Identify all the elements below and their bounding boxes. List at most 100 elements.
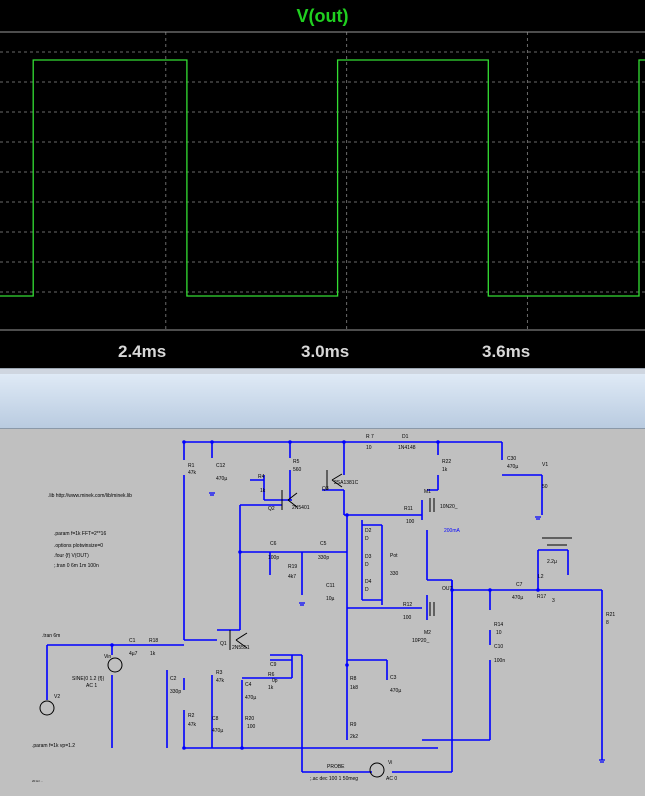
schem-label: 50: [542, 484, 548, 490]
schem-label: 10: [496, 630, 502, 636]
schem-label: 3: [552, 598, 555, 604]
schem-label: Vin: [104, 654, 111, 660]
spice-directive[interactable]: ;.tran 0 6m 1m 100n: [54, 563, 99, 569]
schem-label: M2: [424, 630, 431, 636]
spice-directive[interactable]: .param f=1k FFT=2**16: [54, 531, 106, 537]
schem-label: C3: [390, 675, 397, 681]
schem-label: M1: [424, 489, 431, 495]
schem-label: 2.2µ: [547, 559, 557, 565]
schem-label: 100p: [268, 555, 279, 561]
component-symbols: [39, 470, 572, 778]
schem-label: 1k: [150, 651, 156, 657]
waveform-chart: [0, 31, 645, 331]
schem-label: R1: [188, 463, 195, 469]
schem-label: 0p: [272, 678, 278, 684]
spice-directive[interactable]: ;.ac dec 100 1 50meg: [310, 776, 358, 782]
schem-label: 1N4148: [398, 445, 416, 451]
schem-label: 560: [293, 467, 302, 473]
waveform-plot[interactable]: V(out) 2.4ms 3.0ms 3.6ms: [0, 0, 645, 368]
schem-label: C10: [494, 644, 503, 650]
window-title-bar[interactable]: [0, 374, 645, 429]
schem-label: 330: [390, 571, 399, 577]
schem-label: R 7: [366, 434, 374, 440]
schem-label: Q3: [322, 486, 329, 492]
schem-label: L2: [538, 574, 544, 580]
schem-label: 470µ: [512, 595, 523, 601]
schem-label: 2SA1381C: [334, 480, 359, 486]
schem-label: 330p: [318, 555, 329, 561]
schem-label: D: [365, 562, 369, 568]
schem-label: C7: [516, 582, 523, 588]
spice-directive[interactable]: .four {f} V(OUT): [54, 553, 89, 559]
schem-label: 2N5551: [232, 645, 250, 651]
schem-label: 2N5401: [292, 505, 310, 511]
schem-label: 470µ: [507, 464, 518, 470]
schem-label: 10µ: [326, 596, 335, 602]
schem-label: 4µ7: [129, 651, 138, 657]
schem-label: C11: [326, 583, 335, 589]
schem-label: V2: [54, 694, 60, 700]
schem-label: AC 1: [86, 683, 97, 689]
schem-label: 100n: [494, 658, 505, 664]
schem-label: C2: [170, 676, 177, 682]
schem-label: C5: [320, 541, 327, 547]
schem-label: 1k: [442, 467, 448, 473]
schem-label: R12: [403, 602, 412, 608]
schem-label: 1k: [260, 488, 266, 494]
schem-label: Vi: [388, 760, 392, 766]
schem-label: C12: [216, 463, 225, 469]
schem-label: Pot: [390, 553, 398, 559]
series-line: [0, 59, 645, 297]
schem-label: R19: [288, 564, 297, 570]
schem-label: 47k: [216, 678, 225, 684]
schem-label: R11: [404, 506, 413, 512]
x-tick-label: 2.4ms: [118, 342, 167, 361]
schem-label: D1: [402, 434, 409, 440]
schem-label: R6: [268, 672, 275, 678]
schem-label: V1: [542, 462, 548, 468]
schem-label: R21: [606, 612, 615, 618]
schem-label: 47k: [188, 470, 197, 476]
schem-label: C9: [270, 662, 277, 668]
schem-label: C1: [129, 638, 136, 644]
pane-splitter[interactable]: [0, 368, 645, 374]
probe-label: PROBE: [327, 764, 345, 770]
schem-label: D: [365, 536, 369, 542]
schem-label: R8: [350, 676, 357, 682]
schem-label: R17: [537, 594, 546, 600]
schematic-pane[interactable]: R 7 10 D1 1N4148 R1 47k C12 470µ R4 1k R…: [2, 430, 643, 792]
x-tick-label: 3.0ms: [301, 342, 350, 361]
schem-label: R14: [494, 622, 503, 628]
schem-label: 10: [366, 445, 372, 451]
schem-label: C8: [212, 716, 219, 722]
schem-label: C30: [507, 456, 516, 462]
schem-label: Q2: [268, 506, 275, 512]
plot-title: V(out): [296, 6, 349, 26]
schem-label: 100: [406, 519, 415, 525]
small-note: 20 Hz ...: [32, 779, 43, 783]
spice-directive[interactable]: .lib http://www.minek.com/lib/minek.lib: [48, 493, 132, 499]
junction-dots: [110, 440, 540, 750]
schem-label: R3: [216, 670, 223, 676]
schem-label: 100: [247, 724, 256, 730]
schem-label: Q1: [220, 641, 227, 647]
schem-label: R9: [350, 722, 357, 728]
schem-label: R20: [245, 716, 254, 722]
schem-label: 10P20_: [412, 638, 429, 644]
schem-label: 470µ: [212, 728, 223, 734]
schem-label: 470µ: [390, 688, 401, 694]
schematic-diagram: R 7 10 D1 1N4148 R1 47k C12 470µ R4 1k R…: [32, 434, 615, 783]
spice-directive[interactable]: .param f=1k vp=1.2: [32, 743, 75, 749]
schem-label: 2k2: [350, 734, 358, 740]
schem-label: 47k: [188, 722, 197, 728]
schem-label: D: [365, 587, 369, 593]
spice-directive[interactable]: .tran 6m: [42, 633, 60, 639]
schem-label: R4: [258, 474, 265, 480]
schem-label: D4: [365, 579, 372, 585]
schem-label: 1k: [268, 685, 274, 691]
schem-label: 470µ: [245, 695, 256, 701]
schem-label: C4: [245, 682, 252, 688]
net-label-out: OUT: [442, 586, 453, 592]
spice-directive[interactable]: .options plotwinsize=0: [54, 543, 103, 549]
schem-label: D2: [365, 528, 372, 534]
